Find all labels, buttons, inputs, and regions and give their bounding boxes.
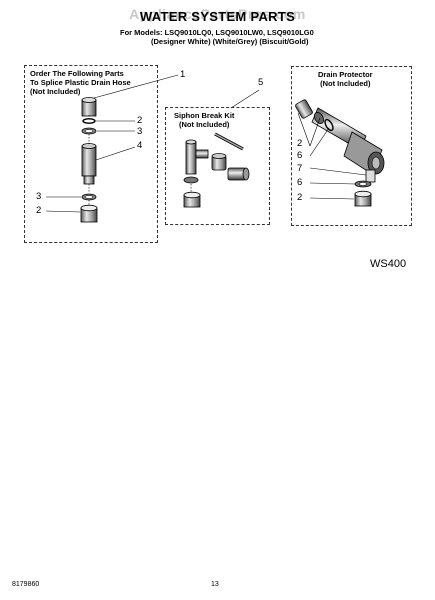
callout-2-upper: 2 xyxy=(137,115,143,126)
callout-2-lower: 2 xyxy=(36,205,42,216)
siphon-break-kit-box xyxy=(165,107,270,225)
drain-protector-coupling-lower xyxy=(354,190,372,207)
callout-3-lower: 3 xyxy=(36,191,42,202)
splice-connector xyxy=(81,143,97,185)
siphon-break-tube xyxy=(214,132,244,151)
callout-2-right-upper: 2 xyxy=(297,138,303,149)
page-title: WATER SYSTEM PARTS xyxy=(139,9,296,24)
callout-4: 4 xyxy=(137,140,143,151)
callout-6-upper: 6 xyxy=(297,150,303,161)
variants-line: (Designer White) (White/Grey) (Biscuit/G… xyxy=(151,37,309,46)
callout-1: 1 xyxy=(180,69,186,80)
footer-part-number: 8179860 xyxy=(12,581,40,588)
diagram-code: WS400 xyxy=(370,258,407,270)
hose-coupling-bottom xyxy=(80,204,98,223)
siphon-elbow-fitting xyxy=(211,153,227,171)
drain-protector-ring-lower xyxy=(354,180,372,188)
o-ring-upper xyxy=(81,127,97,135)
drain-protector-clamp xyxy=(324,118,334,132)
drain-protector-box xyxy=(291,66,412,226)
model-list: For Models: LSQ9010LQ0, LSQ9010LW0, LSQ9… xyxy=(120,28,314,46)
hose-coupling-top xyxy=(81,97,97,117)
callout-2-right-lower: 2 xyxy=(297,192,303,203)
models-line: For Models: LSQ9010LQ0, LSQ9010LW0, LSQ9… xyxy=(120,28,314,37)
splice-parts-label: Order The Following Parts To Splice Plas… xyxy=(30,69,131,96)
drain-protector-coupling xyxy=(295,99,313,119)
o-ring-lower xyxy=(81,193,97,201)
watermark: AppliancePartsPros.com xyxy=(129,6,306,22)
hose-clamp-upper xyxy=(82,118,96,124)
callout-5: 5 xyxy=(258,77,264,88)
siphon-tee xyxy=(183,139,209,184)
callout-6-lower: 6 xyxy=(297,177,303,188)
callout-7: 7 xyxy=(297,163,303,174)
siphon-cap xyxy=(183,191,201,208)
drain-protector-body xyxy=(311,107,385,183)
drain-protector-ring xyxy=(314,112,324,124)
footer-page-number: 13 xyxy=(211,581,219,588)
drain-protector-label: Drain Protector (Not Included) xyxy=(318,70,373,88)
siphon-nut xyxy=(227,167,250,181)
splice-parts-box xyxy=(24,65,158,243)
callout-3-upper: 3 xyxy=(137,126,143,137)
siphon-break-kit-label: Siphon Break Kit (Not Included) xyxy=(174,111,235,129)
